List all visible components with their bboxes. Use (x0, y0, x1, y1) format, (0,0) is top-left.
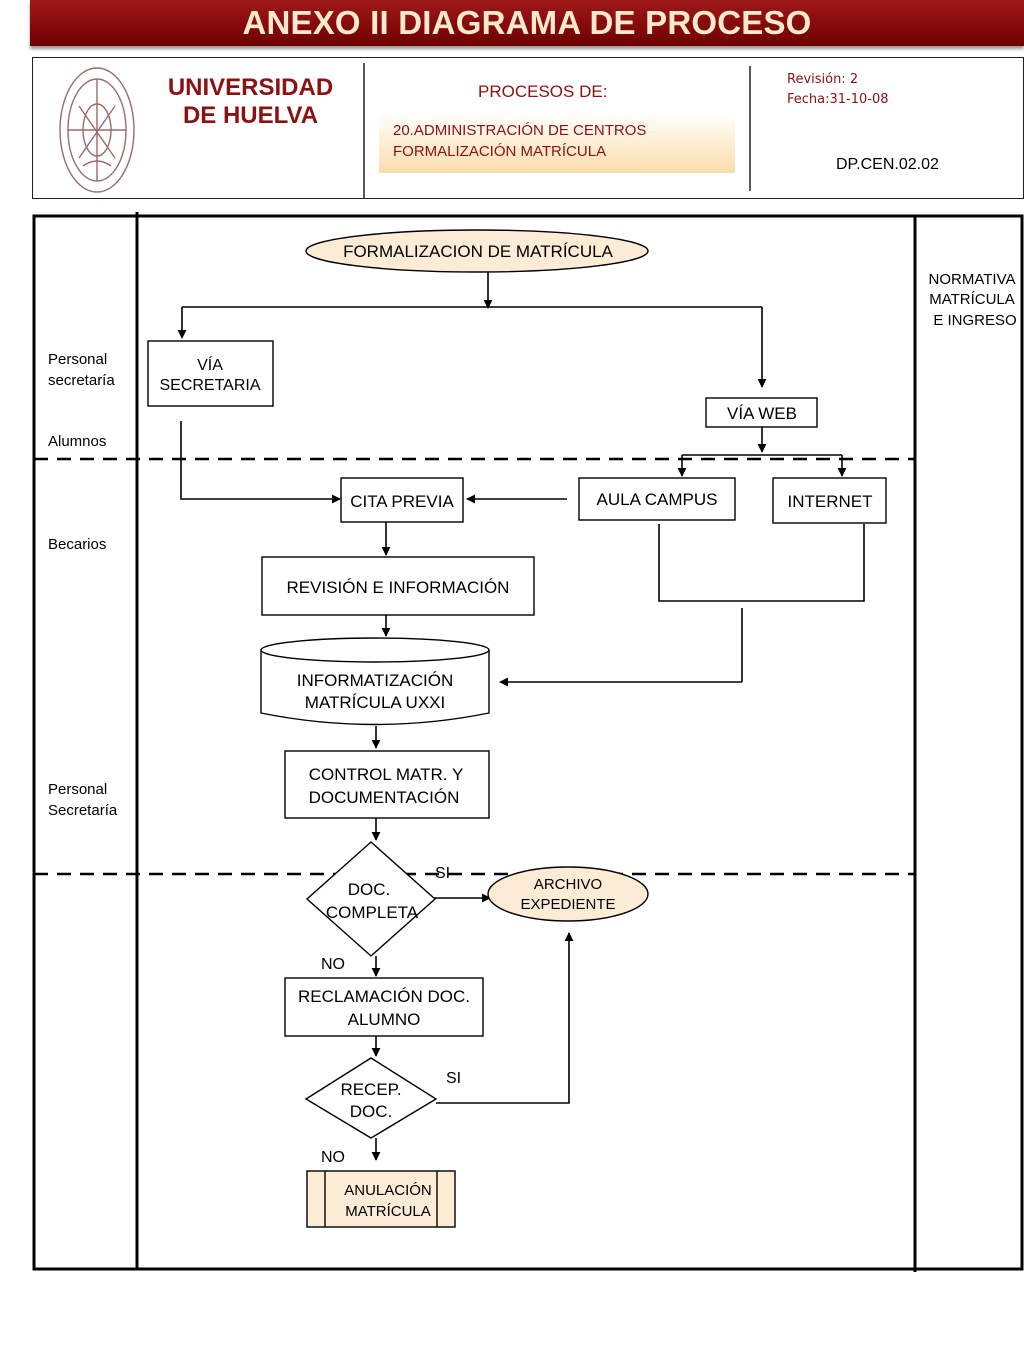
informatizacion-line2: MATRÍCULA UXXI (305, 693, 445, 712)
anulacion-line1: ANULACIÓN (344, 1182, 432, 1199)
university-name-line2: DE HUELVA (182, 102, 319, 129)
processes-label: PROCESOS DE: (478, 82, 608, 101)
reclamacion-line2: ALUMNO (348, 1010, 421, 1029)
normativa-line2: MATRÍCULA (929, 291, 1015, 308)
date-text: Fecha:31-10-08 (787, 92, 889, 107)
node-internet: INTERNET (772, 477, 887, 524)
edge-labels: SI NO SI NO (321, 865, 461, 1166)
reclamacion-line1: RECLAMACIÓN DOC. (298, 987, 470, 1006)
cita-previa-label: CITA PREVIA (350, 492, 454, 511)
lane-label-alumnos: Alumnos (48, 433, 106, 450)
process-name-line1: 20.ADMINISTRACIÓN DE CENTROS (393, 122, 647, 139)
node-archivo-terminal: ARCHIVO EXPEDIENTE (487, 866, 649, 922)
title-banner: ANEXO II DIAGRAMA DE PROCESO (30, 0, 1024, 46)
lane-label-personal-1b: secretaría (48, 372, 115, 389)
process-name-box: 20.ADMINISTRACIÓN DE CENTROS FORMALIZACI… (379, 116, 735, 173)
revision-text: Revisión: 2 (787, 72, 859, 87)
page-title: ANEXO II DIAGRAMA DE PROCESO (242, 4, 812, 41)
lane-labels: Personal secretaría Alumnos Becarios Per… (48, 351, 118, 819)
edge-secretaria-to-cita (180, 421, 341, 504)
node-informatizacion-database: INFORMATIZACIÓN MATRÍCULA UXXI (260, 637, 490, 726)
node-start-terminal: FORMALIZACION DE MATRÍCULA (305, 229, 649, 273)
node-recep-decision: RECEP. DOC. (304, 1057, 438, 1139)
edge-recep-si-to-archivo (436, 932, 574, 1104)
via-web-label: VÍA WEB (727, 404, 797, 423)
aula-campus-label: AULA CAMPUS (597, 490, 718, 509)
lane-label-personal-2b: Secretaría (48, 802, 118, 819)
archivo-line1: ARCHIVO (534, 876, 602, 893)
header-dividers (363, 63, 751, 198)
start-label: FORMALIZACION DE MATRÍCULA (343, 242, 613, 261)
edge-label-no-1: NO (321, 956, 345, 973)
university-name: UNIVERSIDAD DE HUELVA (153, 74, 348, 130)
control-line1: CONTROL MATR. Y (309, 765, 464, 784)
revision-block: Revisión: 2 Fecha:31-10-08 (787, 70, 889, 110)
informatizacion-line1: INFORMATIZACIÓN (297, 671, 453, 690)
normativa-reference: NORMATIVA MATRÍCULA E INGRESO (929, 271, 1017, 329)
anulacion-line2: MATRÍCULA (345, 1203, 431, 1220)
edge-web-merge (658, 524, 865, 602)
document-header: UNIVERSIDAD DE HUELVA PROCESOS DE: 20.AD… (32, 57, 1024, 199)
edge-label-no-2: NO (321, 1149, 345, 1166)
via-secretaria-line1: VÍA (197, 355, 223, 374)
doc-completa-line1: DOC. (348, 880, 391, 899)
recep-line1: RECEP. (340, 1080, 401, 1099)
recep-line2: DOC. (350, 1102, 393, 1121)
university-seal-icon (59, 67, 135, 193)
edge-label-si-1: SI (435, 865, 450, 882)
node-via-web: VÍA WEB (705, 397, 818, 428)
university-name-line1: UNIVERSIDAD (167, 74, 334, 101)
normativa-line3: E INGRESO (933, 312, 1016, 329)
node-reclamacion: RECLAMACIÓN DOC. ALUMNO (284, 977, 484, 1037)
lane-label-becarios: Becarios (48, 536, 106, 553)
edge-label-si-2: SI (446, 1070, 461, 1087)
normativa-line1: NORMATIVA (929, 271, 1016, 288)
control-line2: DOCUMENTACIÓN (309, 788, 460, 807)
diagram-frame (32, 212, 1024, 1272)
node-control: CONTROL MATR. Y DOCUMENTACIÓN (284, 750, 490, 819)
document-code: DP.CEN.02.02 (836, 156, 939, 173)
lane-label-personal-2a: Personal (48, 781, 107, 798)
node-cita-previa: CITA PREVIA (340, 477, 464, 523)
node-doc-completa-decision: DOC. COMPLETA (305, 841, 437, 957)
process-name-line2: FORMALIZACIÓN MATRÍCULA (393, 143, 607, 160)
node-anulacion-predefined: ANULACIÓN MATRÍCULA (306, 1170, 456, 1228)
lane-label-personal-1a: Personal (48, 351, 107, 368)
internet-label: INTERNET (788, 492, 873, 511)
via-secretaria-line2: SECRETARIA (159, 377, 260, 394)
node-revision: REVISIÓN E INFORMACIÓN (261, 556, 535, 616)
connectors (177, 271, 865, 1161)
revision-label: REVISIÓN E INFORMACIÓN (287, 578, 510, 597)
node-aula-campus: AULA CAMPUS (578, 477, 736, 521)
node-via-secretaria: VÍA SECRETARIA (147, 340, 274, 407)
archivo-line2: EXPEDIENTE (520, 896, 615, 913)
doc-completa-line2: COMPLETA (326, 903, 419, 922)
